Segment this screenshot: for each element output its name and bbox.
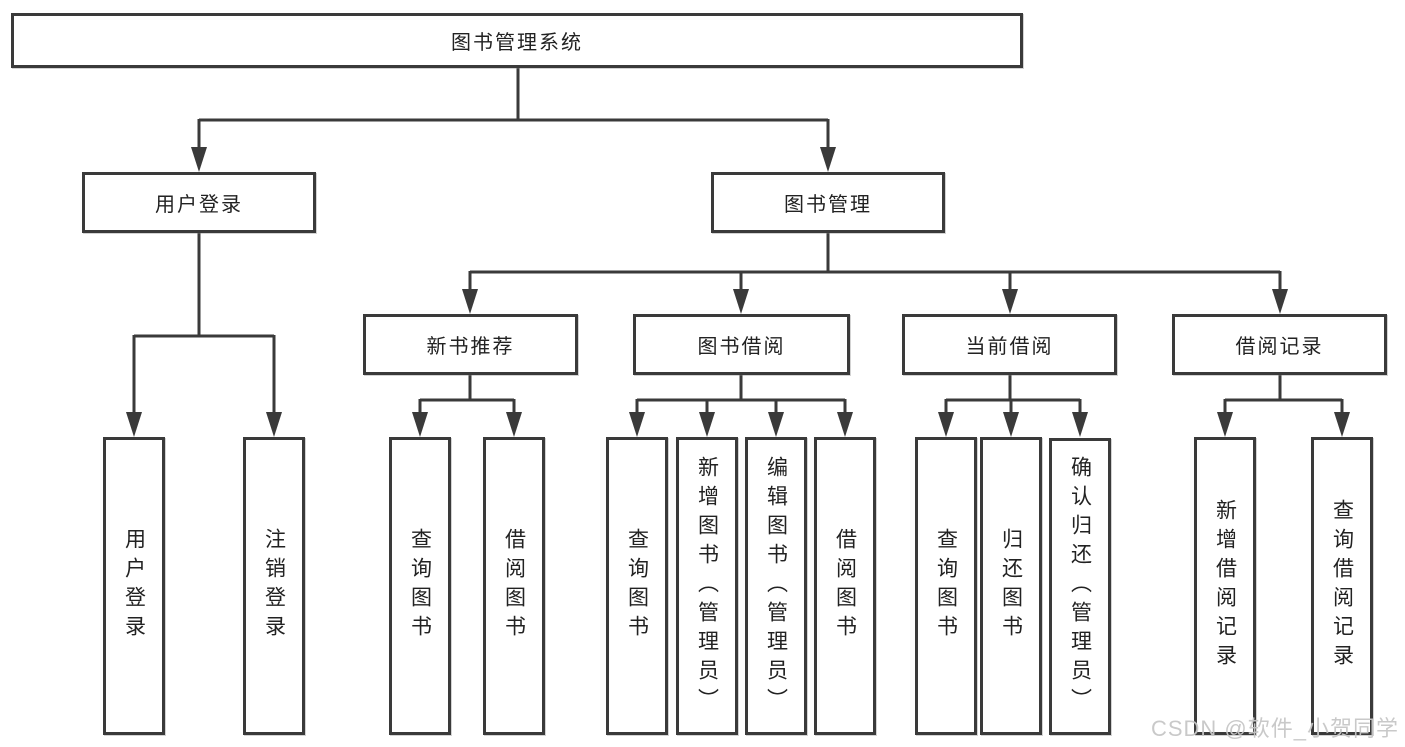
node-new-book-recommend: 新书推荐 (363, 314, 578, 375)
leaf-cb-confirm-return-admin: 确认归还（管理员） (1049, 438, 1111, 735)
leaf-bb-borrow-books-label: 借阅图书 (833, 528, 857, 644)
watermark-text: CSDN @软件_小贺同学 (1150, 716, 1399, 741)
leaf-br-add-record: 新增借阅记录 (1194, 437, 1256, 735)
leaf-br-add-record-label: 新增借阅记录 (1213, 499, 1237, 673)
node-book-borrow: 图书借阅 (633, 314, 850, 375)
leaf-bb-query-books-label: 查询图书 (625, 528, 649, 644)
leaf-cb-query-books-label: 查询图书 (934, 528, 958, 644)
node-borrow-records: 借阅记录 (1172, 314, 1387, 375)
leaf-logout-label: 注销登录 (262, 528, 286, 644)
leaf-logout: 注销登录 (243, 437, 305, 735)
node-borrow-records-label: 借阅记录 (1235, 336, 1324, 358)
node-book-management-label: 图书管理 (784, 194, 872, 216)
leaf-cb-return-books: 归还图书 (980, 437, 1042, 735)
node-book-management: 图书管理 (711, 172, 945, 233)
node-root: 图书管理系统 (11, 13, 1023, 68)
leaf-user-login-label: 用户登录 (122, 528, 146, 644)
node-current-borrow-label: 当前借阅 (965, 336, 1054, 358)
leaf-nbr-query-books-label: 查询图书 (408, 528, 432, 644)
leaf-bb-edit-books-admin: 编辑图书（管理员） (745, 437, 807, 735)
node-root-label: 图书管理系统 (451, 32, 583, 54)
leaf-cb-confirm-return-admin-label: 确认归还（管理员） (1068, 456, 1092, 717)
leaf-bb-add-books-admin: 新增图书（管理员） (676, 437, 738, 735)
leaf-nbr-borrow-books-label: 借阅图书 (502, 528, 526, 644)
leaf-bb-query-books: 查询图书 (606, 437, 668, 735)
node-user-login-label: 用户登录 (155, 194, 243, 216)
node-user-login: 用户登录 (82, 172, 316, 233)
leaf-cb-return-books-label: 归还图书 (999, 528, 1023, 644)
leaf-bb-add-books-admin-label: 新增图书（管理员） (695, 455, 719, 717)
node-new-book-recommend-label: 新书推荐 (426, 336, 515, 358)
leaf-bb-edit-books-admin-label: 编辑图书（管理员） (764, 455, 788, 717)
leaf-br-query-record-label: 查询借阅记录 (1330, 499, 1354, 673)
leaf-user-login: 用户登录 (103, 437, 165, 735)
node-book-borrow-label: 图书借阅 (697, 336, 786, 358)
leaf-nbr-borrow-books: 借阅图书 (483, 437, 545, 735)
leaf-br-query-record: 查询借阅记录 (1311, 437, 1373, 735)
connector-arrows (126, 147, 1350, 437)
leaf-nbr-query-books: 查询图书 (389, 437, 451, 735)
leaf-cb-query-books: 查询图书 (915, 437, 977, 735)
node-current-borrow: 当前借阅 (902, 314, 1117, 375)
leaf-bb-borrow-books: 借阅图书 (814, 437, 876, 735)
